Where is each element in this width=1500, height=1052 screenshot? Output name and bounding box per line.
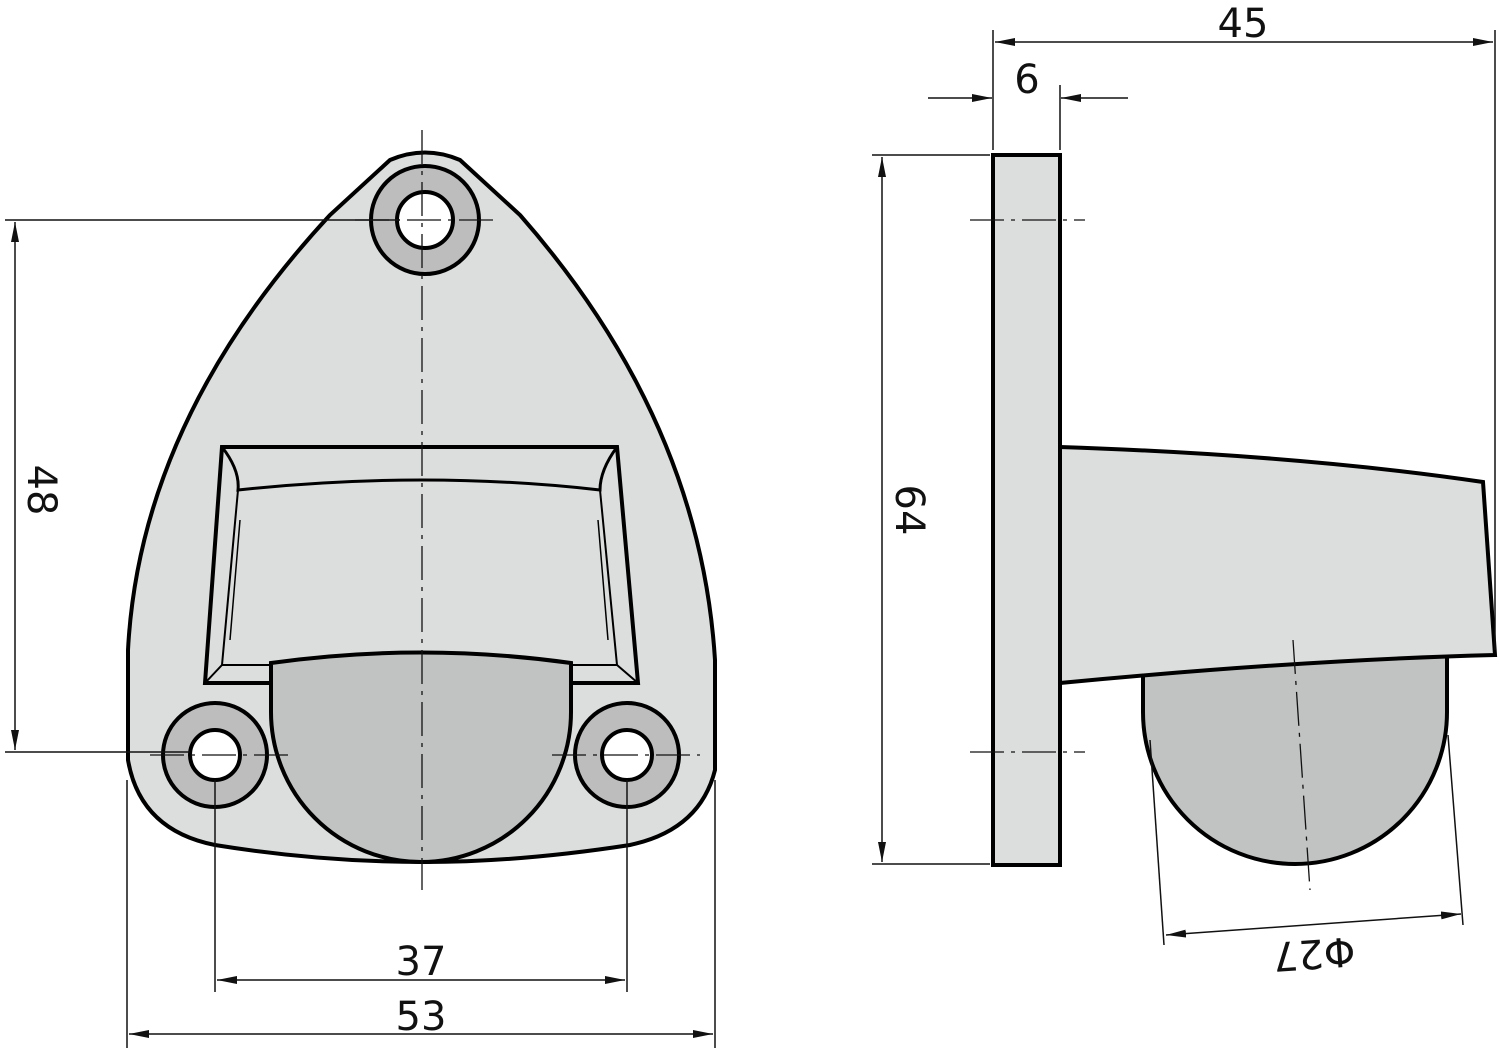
dimension-37-label: 37 [396, 939, 447, 985]
dimension-37: 37 [214, 780, 628, 992]
dimension-48: 48 [5, 219, 400, 753]
front-knob [269, 650, 573, 864]
dimension-6: 6 [928, 57, 1128, 150]
dimension-45-label: 45 [1218, 1, 1269, 47]
dimension-64-label: 64 [886, 485, 932, 536]
side-arm [1058, 444, 1498, 686]
dimension-diameter-27: Φ27 [1149, 734, 1464, 979]
side-knob [1141, 652, 1449, 866]
side-view [970, 153, 1498, 891]
dimension-48-label: 48 [18, 465, 64, 516]
front-view [126, 130, 717, 890]
dimension-53: 53 [126, 780, 716, 1048]
dimension-53-label: 53 [396, 994, 447, 1040]
dimension-45: 45 [992, 1, 1496, 650]
dimension-64: 64 [872, 154, 990, 865]
side-plate [991, 153, 1062, 867]
dimension-diameter-27-label: Φ27 [1271, 927, 1356, 979]
dimension-6-label: 6 [1014, 57, 1039, 103]
